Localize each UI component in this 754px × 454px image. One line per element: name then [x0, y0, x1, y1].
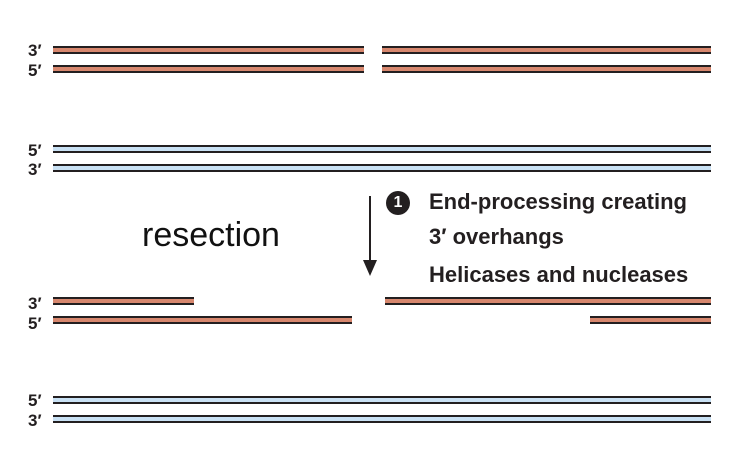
resected-right-lower-strand — [590, 316, 711, 324]
strand-end-label: 3′ — [28, 294, 42, 313]
strand-end-label: 3′ — [28, 160, 42, 179]
strand-end-label: 5′ — [28, 314, 42, 333]
resected-left-lower-overhang-strand — [53, 316, 352, 324]
strand-end-label: 5′ — [28, 391, 42, 410]
step-number-badge: 1 — [386, 191, 410, 215]
strand-end-label: 5′ — [28, 141, 42, 160]
broken-dna-right-lower-strand — [382, 65, 711, 73]
homologous-dna-lower-strand — [53, 164, 711, 172]
strand-end-label: 3′ — [28, 41, 42, 60]
resected-right-upper-overhang-strand — [385, 297, 711, 305]
resection-label: resection — [142, 216, 280, 254]
resected-left-upper-strand — [53, 297, 194, 305]
step-title-line-1: End-processing creating — [429, 189, 687, 214]
process-arrow-shaft — [369, 196, 371, 262]
bottom-homologous-upper-strand — [53, 396, 711, 404]
broken-dna-left-lower-strand — [53, 65, 364, 73]
broken-dna-left-upper-strand — [53, 46, 364, 54]
strand-end-label: 5′ — [28, 61, 42, 80]
bottom-homologous-lower-strand — [53, 415, 711, 423]
broken-dna-right-upper-strand — [382, 46, 711, 54]
strand-end-label: 3′ — [28, 411, 42, 430]
homologous-dna-upper-strand — [53, 145, 711, 153]
step-subtitle: Helicases and nucleases — [429, 262, 689, 287]
down-arrow-icon — [363, 260, 377, 276]
step-title-line-2: 3′ overhangs — [429, 224, 564, 249]
